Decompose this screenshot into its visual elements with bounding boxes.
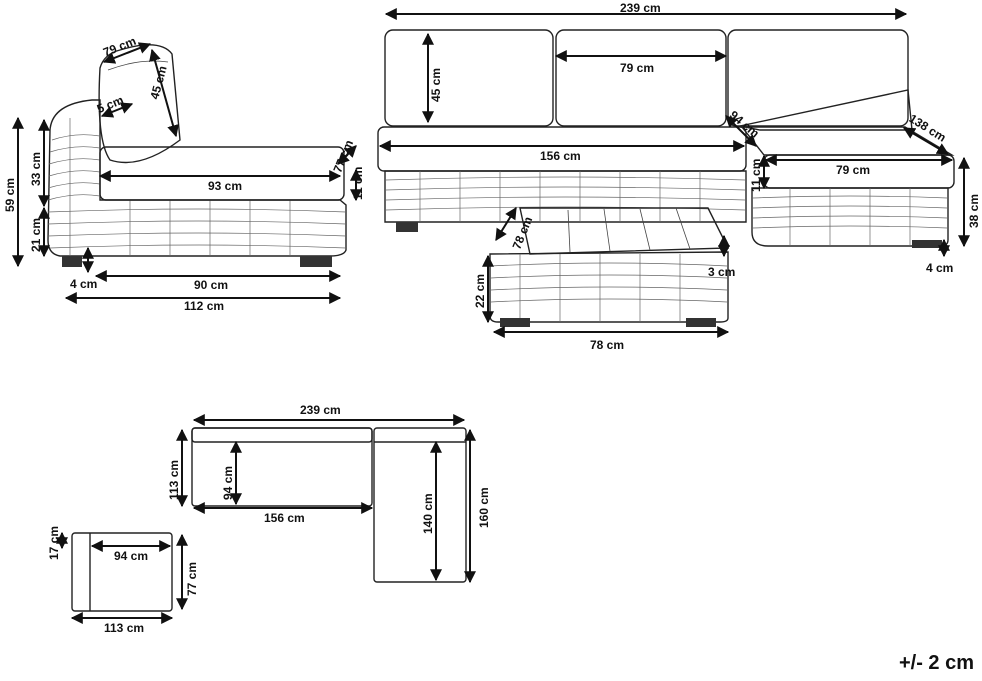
label-plan-seat-length: 156 cm — [264, 511, 305, 525]
lounge-chair-side-view — [47, 44, 347, 267]
label-sofa-leg-height: 4 cm — [926, 261, 953, 275]
label-chair-leg-height: 4 cm — [70, 277, 97, 291]
label-plan-chaise-inner: 140 cm — [421, 493, 435, 534]
label-chair-seat-length: 90 cm — [194, 278, 228, 292]
label-chair-cushion-thickness: 11 cm — [351, 167, 365, 200]
label-chair-total-height: 59 cm — [3, 178, 17, 212]
label-plan-depth: 113 cm — [167, 460, 181, 500]
label-sofa-chaise-cushion-thickness: 11 cm — [749, 159, 763, 192]
label-table-height: 22 cm — [473, 274, 487, 308]
label-plan-chaise-total: 160 cm — [477, 487, 491, 528]
dimension-lines — [12, 8, 970, 624]
label-table-top-depth: 78 cm — [510, 215, 536, 252]
corner-sofa-front-view — [377, 29, 955, 248]
label-sofa-back-cushion-width: 79 cm — [620, 61, 654, 75]
label-table-top-thickness: 3 cm — [708, 265, 735, 279]
label-chair-backrest-height: 45 cm — [147, 64, 169, 100]
label-chair-cushion-length: 93 cm — [208, 179, 242, 193]
label-sofa-height: 38 cm — [967, 194, 981, 228]
label-chair-total-length: 112 cm — [184, 299, 224, 313]
label-table-width: 78 cm — [590, 338, 624, 352]
label-sofa-chaise-cushion-width: 79 cm — [836, 163, 870, 177]
label-sofa-back-cushion-height: 45 cm — [429, 68, 443, 102]
label-chair-seat-height: 21 cm — [29, 218, 43, 252]
label-plan-chair-inner: 94 cm — [114, 549, 148, 563]
label-sofa-seat-cushion-length: 156 cm — [540, 149, 581, 163]
label-plan-chair-depth: 77 cm — [185, 562, 199, 596]
label-plan-inner-depth: 94 cm — [221, 466, 235, 500]
label-plan-chair-width: 113 cm — [104, 621, 144, 635]
tolerance-note: +/- 2 cm — [898, 652, 974, 674]
label-sofa-total-width: 239 cm — [620, 1, 661, 15]
label-chair-upper-height: 33 cm — [29, 152, 43, 186]
label-plan-chair-arm: 17 cm — [47, 526, 61, 560]
label-plan-total-width: 239 cm — [300, 403, 341, 417]
chair-top-view-plan — [71, 532, 173, 612]
dimension-labels: 79 cm 5 cm 45 cm 59 cm 33 cm 21 cm 93 cm… — [3, 1, 981, 635]
